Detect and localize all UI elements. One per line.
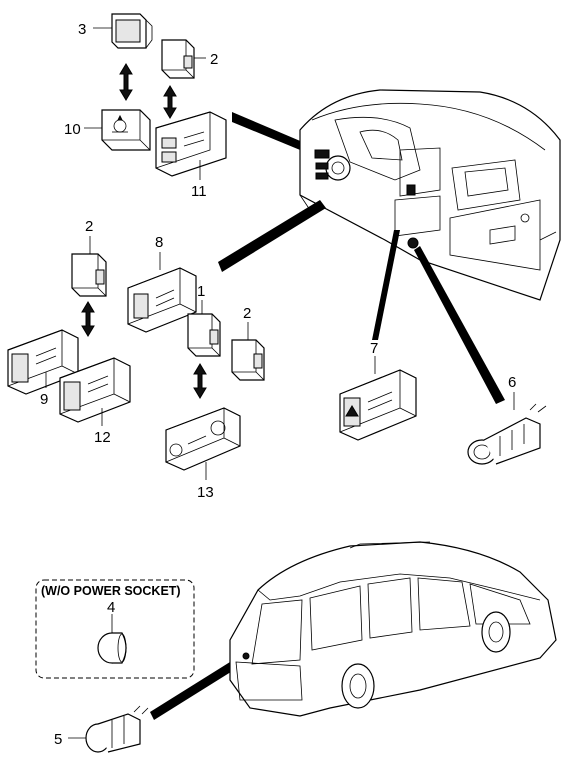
callout-2-mid-right: 2 [243,305,251,322]
switch-7 [339,369,417,441]
callout-10: 10 [64,121,81,138]
switch-3 [111,13,153,49]
switch-12 [59,357,131,423]
dashboard-illustration [299,89,561,301]
callout-3: 3 [78,21,86,38]
switch-2-mid-left [71,253,107,297]
arrow-1-13 [193,363,207,399]
arrow-2-9 [81,301,95,337]
switch-13 [165,407,241,471]
option-box [35,579,195,679]
wedge-middle [218,200,326,272]
callout-11: 11 [191,183,207,200]
arrow-2-11 [163,85,177,119]
wedge-top [232,112,312,152]
callout-5: 5 [54,731,62,748]
cap-4 [97,632,127,664]
wedge-7 [372,230,400,340]
callout-6: 6 [508,374,516,391]
switch-11 [155,111,227,177]
callout-8: 8 [155,234,163,251]
callout-1: 1 [197,283,205,300]
callout-4: 4 [107,599,115,616]
callout-7: 7 [370,340,378,357]
callout-2-top: 2 [210,51,218,68]
wedge-6 [414,246,505,404]
wedge-5 [150,652,250,720]
power-socket-5 [85,705,149,753]
callout-2-mid-left: 2 [85,218,93,235]
arrow-3-10 [119,63,133,101]
switch-2-top [161,39,195,79]
cigar-lighter-socket-6 [467,403,547,465]
switch-2-mid-right [231,339,265,381]
option-box-label: (W/O POWER SOCKET) [41,584,181,598]
callout-12: 12 [94,429,111,446]
callout-9: 9 [40,391,48,408]
callout-13: 13 [197,484,214,501]
switch-8 [127,267,197,333]
switch-10 [101,109,151,151]
minivan-illustration [229,541,557,717]
switch-1 [187,313,221,357]
